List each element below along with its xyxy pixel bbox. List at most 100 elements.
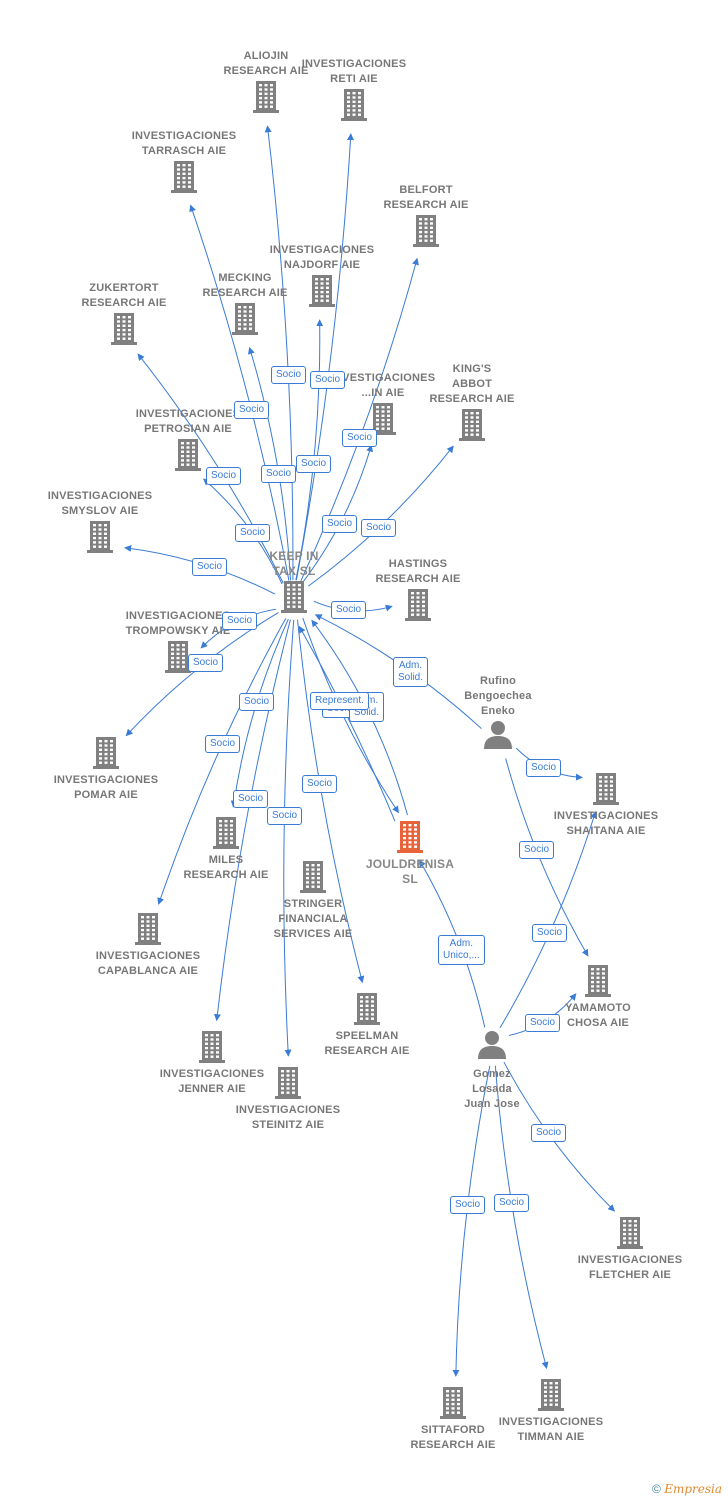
relation-badge[interactable]: Socio: [525, 1014, 561, 1032]
relation-badge[interactable]: Socio: [342, 429, 378, 447]
copyright-symbol: ©: [652, 1482, 661, 1496]
node-label-line: INVESTIGACIONES: [159, 1068, 265, 1080]
relation-badge[interactable]: Socio: [267, 807, 303, 825]
relation-badge[interactable]: Socio: [206, 467, 242, 485]
relation-badge[interactable]: Socio: [532, 924, 568, 942]
relation-badge[interactable]: Represent.: [310, 692, 369, 710]
person-icon: [423, 719, 573, 753]
relation-badge[interactable]: Socio: [310, 371, 346, 389]
edge-gomez-timman: [494, 1065, 549, 1370]
relation-badge[interactable]: Adm.Solid.: [393, 657, 429, 687]
node-label-line: INVESTIGACIONES: [95, 950, 201, 962]
relation-badge[interactable]: Socio: [531, 1124, 567, 1142]
relation-badge[interactable]: Socio: [239, 693, 275, 711]
edge-keepintax-mecking: [247, 346, 292, 581]
node-tal[interactable]: INVESTIGACIONES...IN AIE: [308, 371, 458, 435]
relation-badge[interactable]: Socio: [205, 735, 241, 753]
edge-gomez-shaitana: [499, 811, 597, 1028]
relation-badge[interactable]: Socio: [322, 515, 358, 533]
relation-badge[interactable]: Socio: [261, 465, 297, 483]
node-label-line: RESEARCH AIE: [183, 869, 269, 881]
building-icon: [151, 815, 301, 849]
node-label-line: RESEARCH AIE: [324, 1045, 410, 1057]
node-label-line: INVESTIGACIONES: [135, 408, 241, 420]
node-label-line: Gomez: [473, 1068, 511, 1080]
relation-badge[interactable]: Adm.Unico,...: [438, 935, 485, 965]
relation-badge[interactable]: Socio: [296, 455, 332, 473]
relation-badge[interactable]: Socio: [222, 612, 258, 630]
relation-badge[interactable]: Socio: [526, 759, 562, 777]
node-label-line: RESEARCH AIE: [81, 297, 167, 309]
node-label-line: INVESTIGACIONES: [577, 1254, 683, 1266]
node-label-line: RESEARCH AIE: [383, 199, 469, 211]
relation-badge[interactable]: Socio: [331, 601, 367, 619]
relation-badge[interactable]: Socio: [302, 775, 338, 793]
relation-badge[interactable]: Socio: [271, 366, 307, 384]
relation-badge[interactable]: Socio: [233, 790, 269, 808]
relation-badge[interactable]: Socio: [361, 519, 397, 537]
building-icon: [191, 79, 341, 113]
node-label-line: TROMPOWSKY AIE: [125, 625, 231, 637]
relation-badge[interactable]: Socio: [494, 1194, 530, 1212]
node-timman[interactable]: INVESTIGACIONES TIMMAN AIE: [476, 1377, 626, 1445]
relation-badge[interactable]: Socio: [188, 654, 224, 672]
node-label-line: Bengoechea: [464, 690, 532, 702]
relation-badge[interactable]: Socio: [192, 558, 228, 576]
node-label-line: SMYSLOV AIE: [61, 505, 139, 517]
node-label-line: TIMMAN AIE: [517, 1431, 585, 1443]
node-label-line: INVESTIGACIONES: [498, 1416, 604, 1428]
relation-badge[interactable]: Socio: [519, 841, 555, 859]
node-label-line: Rufino: [479, 675, 517, 687]
relation-badge[interactable]: Socio: [234, 401, 270, 419]
node-label-line: Losada: [472, 1083, 512, 1095]
building-icon: [531, 771, 681, 805]
node-label-line: ...IN AIE: [361, 387, 405, 399]
node-label-line: KING'S: [452, 363, 492, 375]
building-icon: [378, 1385, 528, 1419]
brand-logo[interactable]: Empresia: [664, 1482, 722, 1496]
node-label-line: RESEARCH AIE: [429, 393, 515, 405]
building-icon: [343, 587, 493, 621]
relation-badge[interactable]: Socio: [450, 1196, 486, 1214]
relation-badge[interactable]: Socio: [235, 524, 271, 542]
